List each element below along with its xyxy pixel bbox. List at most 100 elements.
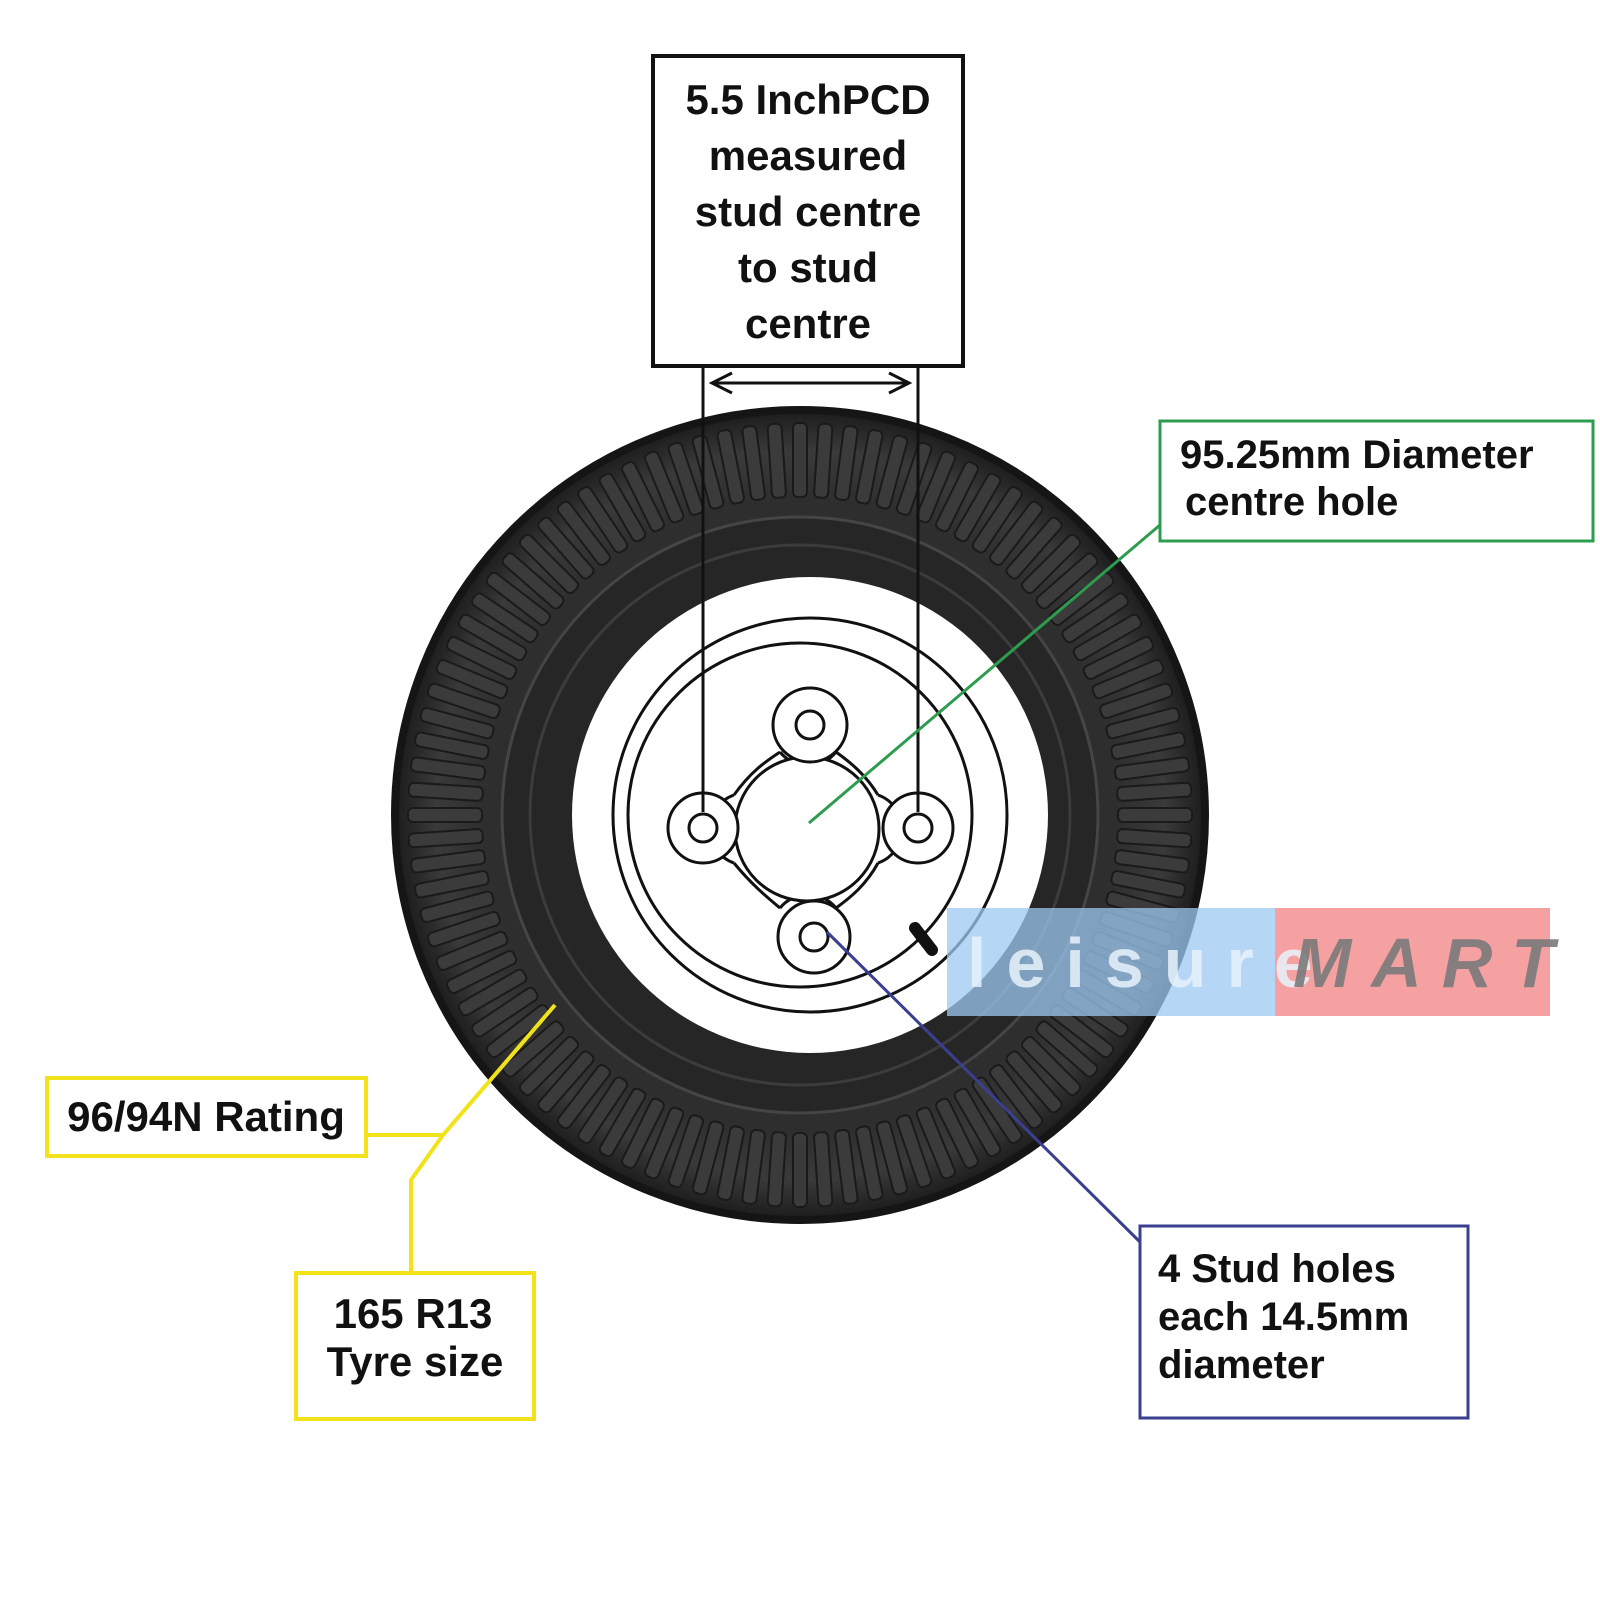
tread-block [813,422,834,499]
tread-block [691,1120,725,1196]
tread-block [667,1114,705,1189]
tread-block [895,1114,933,1189]
tread-block [1113,756,1190,781]
tread-block [435,659,509,700]
tread-block [1035,1020,1099,1078]
tread-block [855,429,884,505]
centre-hole [733,755,881,903]
rim-inner-ring [626,641,974,989]
tread-block [915,450,956,524]
tread-block [537,1050,595,1114]
tread-block [1099,682,1174,720]
tread-block [1117,807,1193,823]
tyre-tread [407,422,1193,1208]
tread-block [1005,1050,1063,1114]
tread-block [813,1131,834,1208]
tread-block [935,461,979,533]
tyre-size-label-line-2: Tyre size [327,1338,504,1385]
tread-block [518,1035,580,1097]
tyre-size-label-line-1: 165 R13 [334,1290,493,1337]
tread-block [741,425,766,502]
watermark-left-bg [947,908,1275,1016]
tread-block [426,682,501,720]
tread-block [1061,592,1129,644]
tread-block [1116,781,1193,802]
tread-block [766,422,787,499]
tread-block [419,706,495,740]
tread-block [1113,849,1190,874]
pcd-label-line-3: stud centre [695,188,921,235]
tread-block [407,781,484,802]
tread-block [410,849,487,874]
tread-block [1082,636,1154,680]
tread-block [501,1020,565,1078]
pcd-label-line-5: centre [745,300,871,347]
tread-block [1116,828,1193,849]
stud-hole-right [902,812,934,844]
tread-block [716,429,745,505]
stud-hole-left [687,812,719,844]
tread-block [598,1087,647,1158]
tread-block [556,500,611,566]
tyre-callout: 96/94N Rating 165 R13 Tyre size [45,1003,557,1421]
tread-block [875,434,909,510]
tyre-leader [409,1003,557,1275]
tread-block [485,1004,551,1059]
tread-block [435,930,509,971]
tread-block [875,1120,909,1196]
stud-hole-top [794,709,826,741]
tyre-size-label-box [294,1271,536,1421]
tread-block [1105,706,1181,740]
tread-block [1091,659,1165,700]
tread-block [621,1097,665,1169]
stud-holes-label-line-2: each 14.5mm [1158,1295,1409,1339]
tread-block [971,486,1023,554]
tread-block [457,968,528,1017]
rating-label: 96/94N Rating [67,1093,345,1140]
rating-label-box [45,1076,368,1158]
tread-block [953,1087,1002,1158]
tread-block [855,1125,884,1201]
tyre-sidewall-ring [528,543,1072,1087]
tread-block [766,1131,787,1208]
stud-holes-callout: 4 Stud holes each 14.5mm diameter [825,930,1470,1420]
tread-block [1110,731,1186,760]
tread-block [471,592,539,644]
tread-block [792,422,808,498]
tread-block [716,1125,745,1201]
tread-block [598,472,647,543]
pcd-label-line-1: 5.5 InchPCD [685,76,930,123]
pcd-label-line-2: measured [709,132,907,179]
tread-block [1005,516,1063,580]
tread-block [446,950,518,994]
pcd-label-box [651,54,965,368]
tread-block [667,441,705,516]
tread-block [1020,1035,1082,1097]
tread-block [953,472,1002,543]
tread-block [471,986,539,1038]
stud-hole-bottom [798,921,830,953]
stud-holes [666,686,955,975]
tread-block [834,1128,859,1205]
tread-block [501,552,565,610]
stud-holes-label-line-1: 4 Stud holes [1158,1247,1396,1291]
tread-block [556,1064,611,1130]
rim-ring [611,616,1009,1014]
tread-block [419,890,495,924]
pcd-callout: 5.5 InchPCD measured stud centre to stud… [651,54,965,812]
stud-holes-label-line-3: diameter [1158,1343,1325,1387]
tread-block [1035,552,1099,610]
tread-block [621,461,665,533]
centre-hole-label-line-1: 95.25mm Diameter [1180,433,1534,477]
centre-hole-label-line-2: centre hole [1185,480,1398,524]
tread-block [577,486,629,554]
tread-block [915,1106,956,1180]
tread-block [410,756,487,781]
centre-hole-leader [808,523,1161,825]
watermark: leisure MART [947,908,1574,1016]
watermark-right-text: MART [1293,924,1574,1002]
tread-block [407,807,483,823]
tread-block [518,533,580,595]
tread-block [1020,533,1082,595]
